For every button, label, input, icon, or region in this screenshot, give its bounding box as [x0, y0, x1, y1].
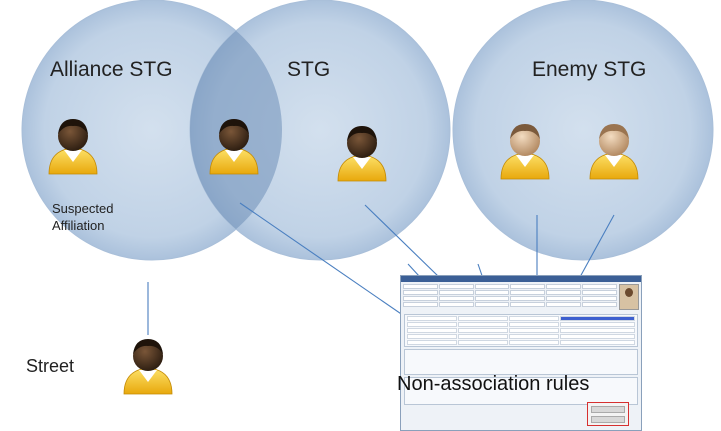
street-label: Street: [26, 356, 75, 376]
non-association-rules-label: Non-association rules: [397, 373, 590, 395]
thumbnail-highlight-box: [587, 402, 629, 426]
stg-label: STG: [287, 58, 331, 81]
person-street: [123, 339, 173, 395]
thumbnail-section-details: [404, 349, 638, 375]
person-enemy-1: [500, 124, 550, 180]
person-stg: [337, 126, 387, 182]
enemy-stg-label: Enemy STG: [532, 58, 647, 81]
thumbnail-section-gang: [404, 377, 638, 405]
overlap-region: [190, 0, 282, 260]
person-overlap: [209, 119, 259, 175]
person-alliance: [48, 119, 98, 175]
alliance-stg-label: Alliance STG: [50, 58, 173, 81]
thumbnail-photo: [619, 284, 639, 310]
enemy-stg-circle: [452, 0, 714, 261]
thumbnail-section-table: [404, 314, 638, 347]
thumbnail-titlebar: [401, 276, 641, 282]
thumbnail-header: [401, 282, 641, 312]
suspected-affiliation-label: Suspected Affiliation: [52, 201, 114, 233]
person-enemy-2: [589, 124, 639, 180]
screenshot-thumbnail: [400, 275, 642, 431]
